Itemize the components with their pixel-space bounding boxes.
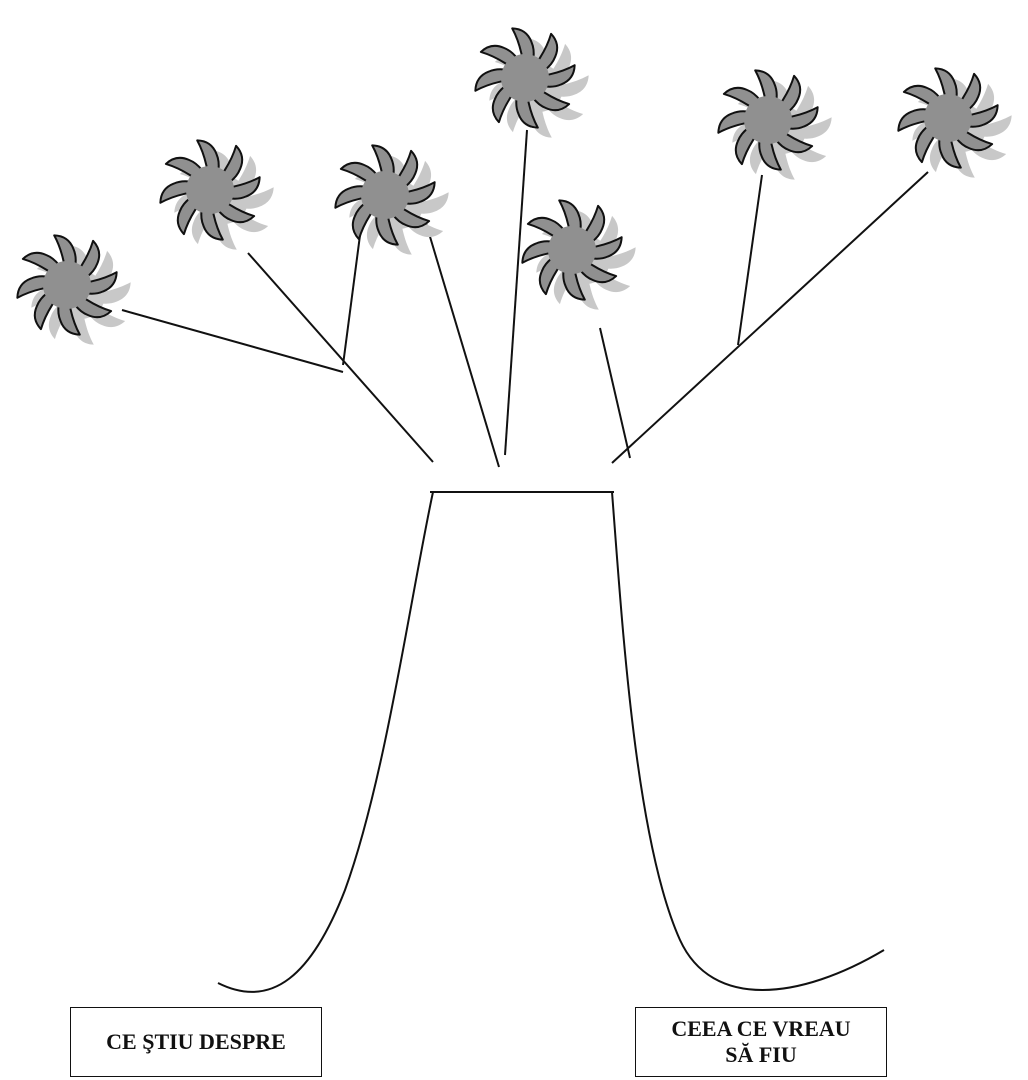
flower-icon	[330, 140, 453, 259]
label-line: SĂ FIU	[725, 1042, 797, 1068]
branch-line	[122, 310, 343, 372]
flower-icon	[470, 23, 593, 142]
branch-line	[425, 220, 499, 467]
branch-line	[612, 172, 928, 463]
flower-icon	[893, 63, 1016, 182]
flower-icon	[517, 195, 640, 314]
label-line: CEEA CE VREAU	[671, 1016, 850, 1042]
branch-line	[600, 328, 630, 458]
trunk	[218, 492, 884, 992]
branch-line	[738, 175, 762, 345]
flower-icon	[155, 135, 278, 254]
label-box-what-i-know: CE ŞTIU DESPRE	[70, 1007, 322, 1077]
trunk-left-side	[218, 492, 433, 992]
branch-line	[505, 130, 527, 455]
flower-icon	[12, 230, 135, 349]
label-line: CE ŞTIU DESPRE	[106, 1029, 286, 1055]
branch-line	[343, 220, 362, 365]
branch-line	[248, 253, 433, 462]
flower-icon	[713, 65, 836, 184]
trunk-right-side	[612, 492, 884, 990]
